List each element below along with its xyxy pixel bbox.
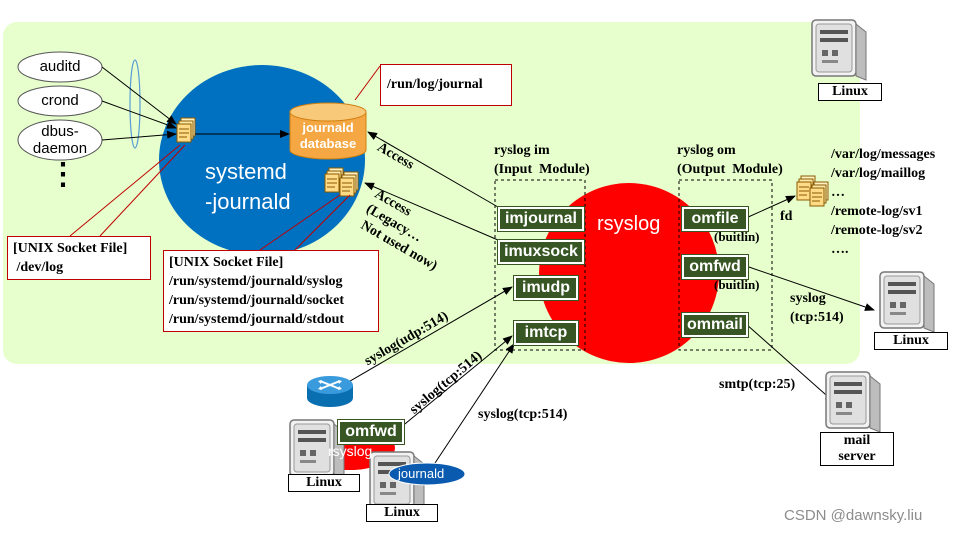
dev-log-socket-callout: [UNIX Socket File] /dev/log [7, 236, 151, 280]
systemd-journald-label: systemd -journald [205, 159, 291, 214]
omfile-buitlin-label: (buitlin) [714, 229, 760, 244]
router-icon [307, 376, 353, 407]
journald-database-icon [289, 102, 367, 160]
dev-log-socket-file-icon [176, 117, 196, 143]
journal-path-callout: /run/log/journal [380, 64, 512, 106]
linux-server-icon-right [879, 271, 935, 333]
module-imuxsock: imuxsock [497, 239, 585, 265]
log-files-icon-2 [809, 181, 829, 207]
remote-journald-ellipse [388, 462, 466, 486]
imuxsock-access-arrow [364, 182, 499, 241]
module-ommail: ommail [681, 312, 749, 338]
mail-server-label: mail server [820, 432, 894, 466]
rsyslog-circle [539, 183, 719, 363]
linux-label-top: Linux [818, 83, 882, 101]
omfwd-buitlin-label: (buitlin) [714, 277, 760, 292]
callout-leaders [69, 65, 381, 251]
module-omfwd: omfwd [681, 254, 749, 280]
output-module-title: ryslog om (Output Module) [677, 143, 783, 177]
rsyslog-label: rsyslog [597, 213, 661, 235]
journald-socket-files-icon-2 [339, 171, 359, 197]
more-processes-ellipsis: ⋮ [48, 158, 78, 191]
module-imudp: imudp [513, 275, 579, 301]
journald-database-label: journald database [299, 120, 357, 151]
journald-socket-files-callout: [UNIX Socket File] /run/systemd/journald… [163, 250, 379, 332]
linux-server-icon-top [811, 19, 867, 81]
smtp-label: smtp(tcp:25) [719, 377, 796, 392]
linux-label-remote-journald: Linux [366, 504, 438, 522]
syslog-tcp-514-label-b: syslog(tcp:514) [478, 407, 568, 422]
udp-arrow [344, 286, 513, 385]
linux-label-right: Linux [874, 332, 948, 350]
remote-journald-label: journald [398, 466, 445, 481]
remote-rsyslog-label: rsyslog [328, 443, 373, 459]
ommail-arrow [745, 323, 835, 403]
syslog-tcp-514-out-label: syslog (tcp:514) [790, 291, 844, 325]
module-imtcp: imtcp [513, 320, 579, 346]
arrow-bundle-ring [129, 59, 141, 149]
input-module-box [494, 179, 586, 351]
tcp-arrow-b [432, 343, 515, 467]
omfwd-arrow [745, 265, 875, 311]
process-auditd: auditd [39, 58, 81, 75]
omfile-arrow [745, 195, 796, 219]
tcp-arrow-a [399, 335, 513, 429]
process-arrows [101, 66, 177, 141]
log-files-list: /var/log/messages /var/log/maillog … /re… [831, 147, 936, 257]
module-imjournal: imjournal [497, 206, 585, 232]
output-module-box [678, 179, 773, 351]
imjournal-access-arrow [367, 131, 499, 208]
process-crond: crond [41, 92, 79, 109]
fd-label: fd [780, 209, 793, 224]
process-dbus-daemon: dbus- daemon [32, 123, 88, 157]
input-module-title: ryslog im (Input Module) [494, 143, 590, 177]
module-omfile: omfile [681, 206, 749, 232]
linux-label-remote-rsyslog: Linux [288, 474, 360, 492]
remote-omfwd-module: omfwd [337, 419, 405, 445]
mail-server-icon [825, 371, 881, 433]
watermark: CSDN @dawnsky.liu [784, 507, 923, 524]
